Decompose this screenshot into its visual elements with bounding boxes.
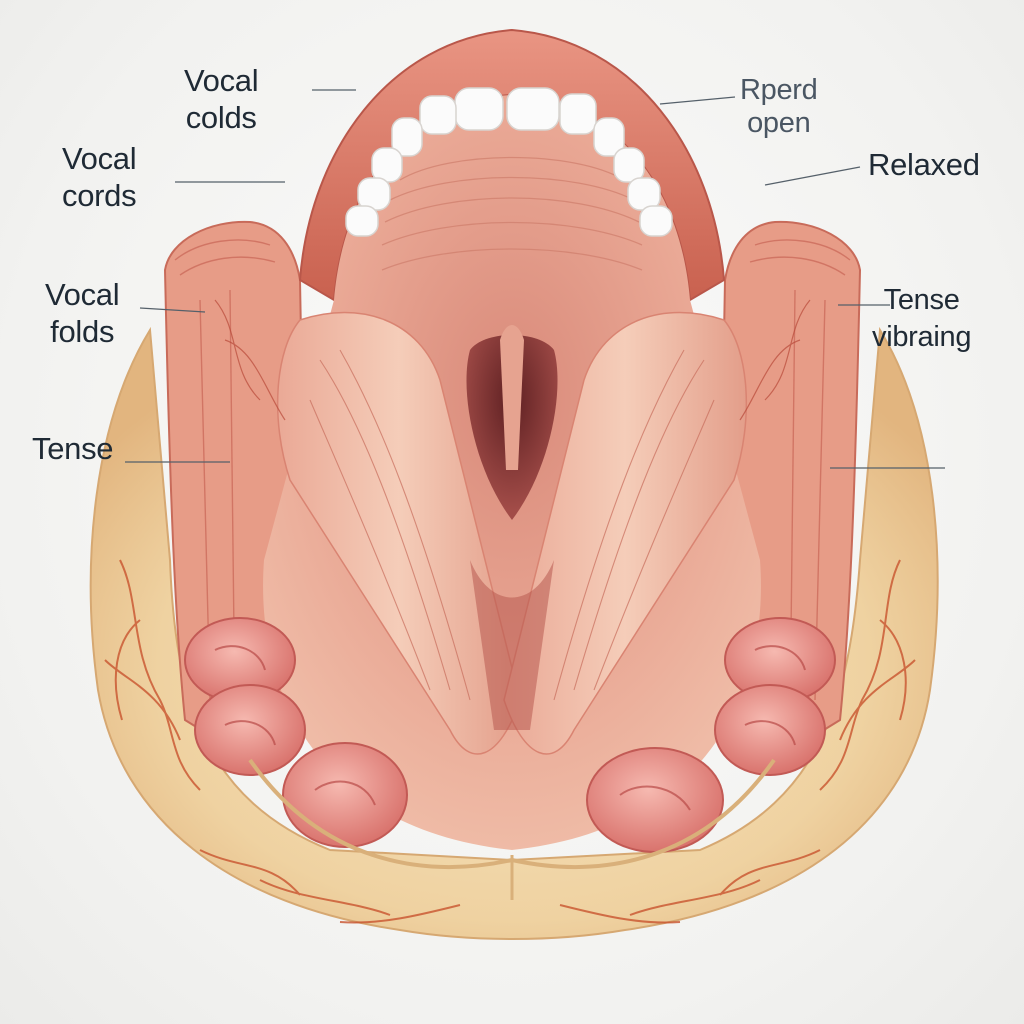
label-tense: Tense: [32, 431, 114, 466]
label-vocal-colds: Vocal colds: [184, 63, 259, 135]
label-rperd-open: Rperd open: [740, 74, 818, 139]
right-vocal-fold: [503, 311, 748, 755]
label-tense-vibraing: Tense vibraing: [872, 284, 972, 353]
thyroid-cartilage: [89, 326, 939, 940]
right-glands: [586, 617, 836, 853]
lower-lumen: [470, 560, 554, 730]
teeth: [345, 87, 673, 237]
label-relaxed: Relaxed: [868, 147, 980, 182]
left-glands: [184, 617, 408, 848]
label-vocal-folds: Vocal folds: [45, 277, 120, 349]
epiglottis-tip: [500, 325, 524, 470]
left-vocal-fold: [276, 311, 521, 755]
label-vocal-cords: Vocal cords: [62, 141, 137, 213]
